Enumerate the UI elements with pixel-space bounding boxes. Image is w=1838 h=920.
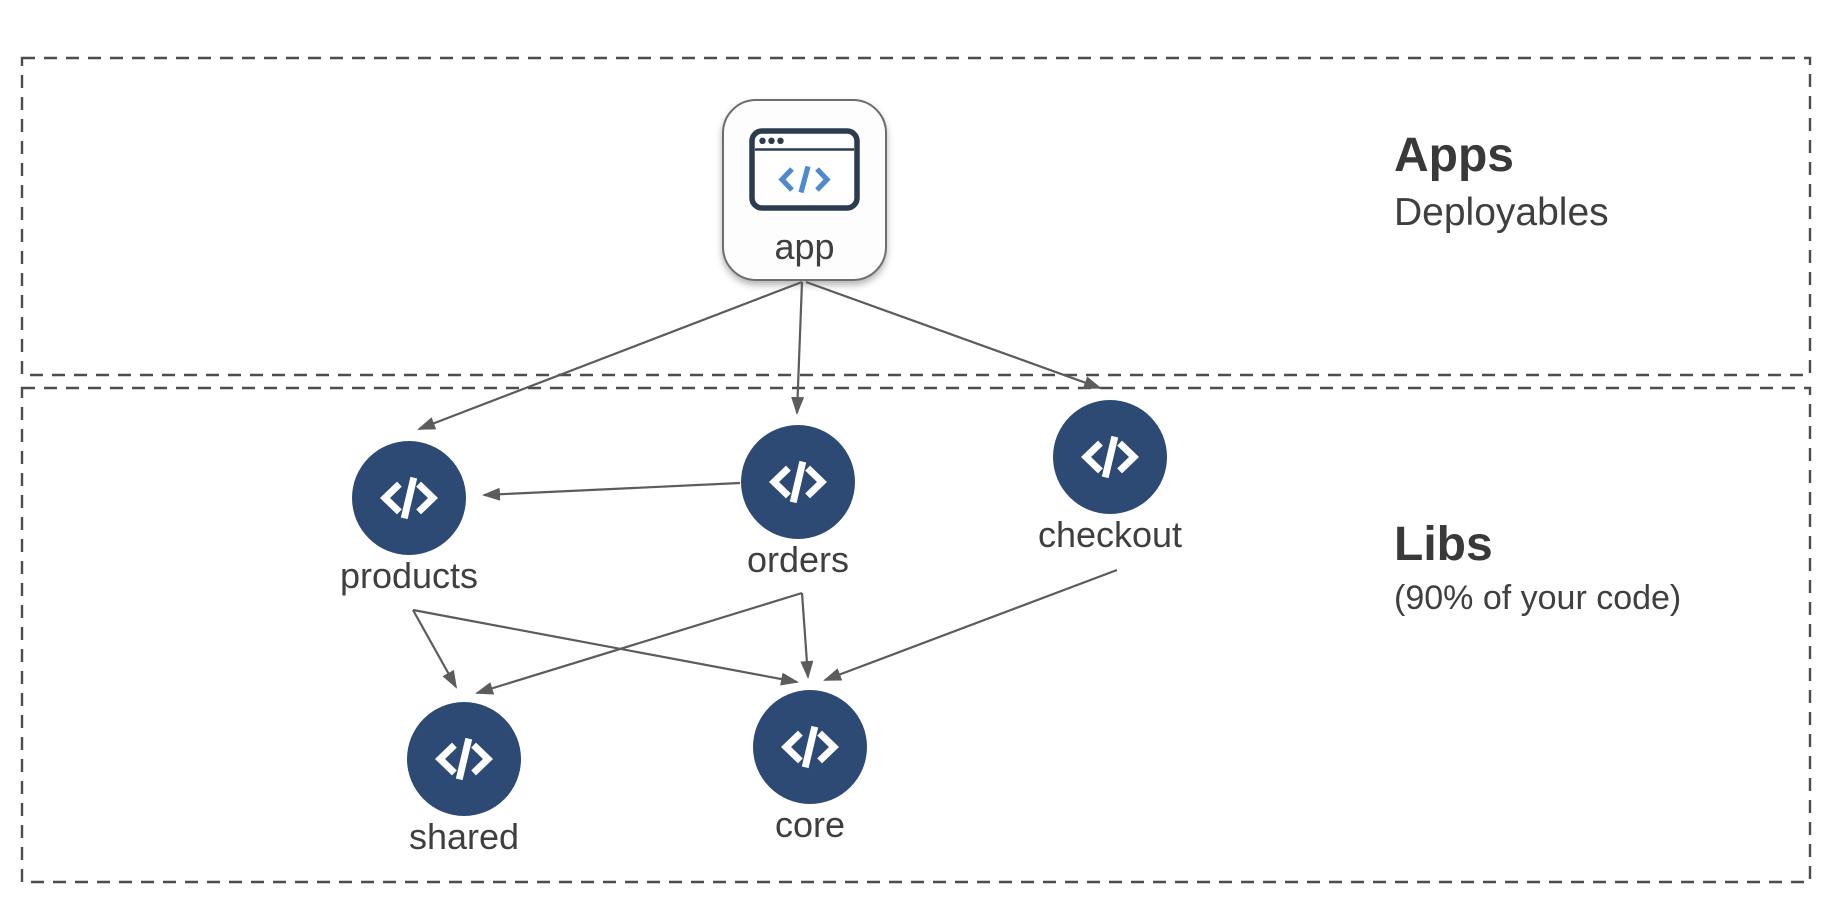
node-label-core: core (774, 804, 846, 845)
libs-subtitle: (90% of your code) (1394, 579, 1682, 617)
browser-window-icon (749, 128, 860, 211)
node-label-shared: shared (408, 816, 520, 857)
node-shared: shared (407, 702, 521, 855)
libs-section-label: Libs (90% of your code) (1394, 518, 1682, 617)
apps-title: Apps (1394, 129, 1514, 182)
apps-section-label: Apps Deployables (1394, 129, 1609, 234)
code-icon (741, 425, 855, 539)
edge-checkout-core (823, 568, 1118, 682)
libs-title: Libs (1394, 518, 1493, 571)
node-checkout: checkout (1038, 400, 1182, 553)
code-icon (407, 702, 521, 816)
apps-section-boundary (20, 56, 1812, 377)
code-icon (753, 690, 867, 804)
edge-app-checkout (805, 280, 1102, 390)
node-label-products: products (339, 555, 479, 596)
dependency-edges (412, 280, 1118, 695)
node-label-orders: orders (746, 539, 850, 580)
edge-orders-products (482, 481, 741, 501)
edge-orders-shared (475, 591, 803, 695)
node-label-app: app (774, 226, 835, 267)
node-core: core (753, 690, 867, 843)
node-orders: orders (741, 425, 855, 578)
libs-section-boundary (20, 386, 1812, 884)
apps-subtitle: Deployables (1394, 191, 1609, 234)
edge-app-orders (791, 281, 805, 415)
node-label-checkout: checkout (1037, 514, 1183, 555)
node-app: app (722, 99, 887, 281)
edge-products-core (412, 608, 799, 686)
code-icon (1053, 400, 1167, 514)
code-icon (352, 441, 466, 555)
edge-products-shared (412, 609, 457, 689)
node-products: products (340, 441, 478, 594)
edge-orders-core (800, 592, 814, 679)
edge-app-products (417, 280, 803, 431)
code-glyph (778, 165, 831, 194)
